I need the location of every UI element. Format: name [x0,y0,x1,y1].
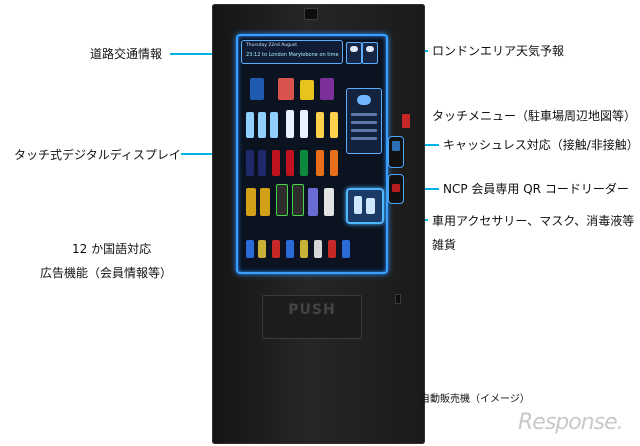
watermark-logo: Response. [518,410,624,435]
label-touch-display: タッチ式デジタルディスプレイ [14,148,181,162]
product-item[interactable] [258,240,266,258]
product-item[interactable] [300,110,308,138]
product-item[interactable] [272,150,280,176]
contactless-icon [392,141,400,151]
label-goods-line2: 雑貨 [432,238,457,252]
bottle-icon [366,198,375,214]
product-row-water [242,106,342,140]
traffic-info-panel: Thursday 22nd August 23:12 to London Mar… [241,40,343,64]
product-item[interactable] [270,112,278,138]
push-label: PUSH [288,302,336,318]
cloud-icon [366,46,374,52]
product-item[interactable] [300,240,308,258]
dispense-flap[interactable]: PUSH [262,295,362,339]
label-goods-line1: 車用アクセサリー、マスク、消毒液等 [432,214,635,228]
door-lock-icon [395,294,401,304]
menu-row[interactable] [351,137,377,140]
goods-highlight-panel[interactable] [346,188,384,224]
label-ads: 広告機能（会員情報等） [40,266,173,280]
product-item[interactable] [316,112,324,138]
product-item[interactable] [246,112,254,138]
product-item[interactable] [324,188,334,216]
product-item[interactable] [330,150,338,176]
hand-touch-icon [357,95,371,105]
product-item[interactable] [320,78,334,100]
label-traffic-info: 道路交通情報 [90,47,163,61]
product-row-cans [242,226,350,260]
product-item[interactable] [300,150,308,176]
product-item[interactable] [330,112,338,138]
product-item[interactable] [314,240,322,258]
product-item[interactable] [246,150,254,176]
product-item[interactable] [246,188,256,216]
label-languages: 12 か国語対応 [72,242,152,256]
touch-menu-panel[interactable] [346,88,382,154]
menu-row[interactable] [351,129,377,132]
screen-traffic-text: 23:12 to London Marylebone on time [246,52,339,58]
product-item[interactable] [246,240,254,258]
product-item[interactable] [258,112,266,138]
bottle-icon [354,196,362,214]
product-item[interactable] [286,240,294,258]
pointer-line-display [181,153,238,155]
product-item[interactable] [258,150,266,176]
product-item[interactable] [316,150,324,176]
product-item[interactable] [328,240,336,258]
product-item[interactable] [292,184,304,216]
label-touch-menu: タッチメニュー（駐車場周辺地図等） [432,109,637,123]
touch-screen[interactable]: Thursday 22nd August 23:12 to London Mar… [236,34,388,274]
card-reader[interactable] [388,136,404,168]
menu-row[interactable] [351,113,377,116]
menu-row[interactable] [351,121,377,124]
cloud-icon [350,46,358,52]
product-item[interactable] [308,188,318,216]
pointer-line-traffic [170,53,242,55]
camera-icon [304,8,318,20]
product-item[interactable] [272,240,280,258]
label-cashless: キャッシュレス対応（接触/非接触） [443,138,639,152]
product-row-snacks [242,68,342,102]
weather-panel-1 [346,42,362,64]
product-item[interactable] [278,78,294,100]
product-item[interactable] [250,78,264,100]
product-item[interactable] [342,240,350,258]
weather-panel-2 [362,42,378,64]
caption: 自動販売機（イメージ） [420,394,530,405]
product-row-energy [242,184,342,218]
label-london-weather: ロンドンエリア天気予報 [432,44,565,58]
label-qr-reader: NCP 会員専用 QR コードリーダー [443,182,629,196]
screen-date: Thursday 22nd August [246,43,297,48]
product-item[interactable] [286,110,294,138]
product-item[interactable] [286,150,294,176]
qr-code-reader[interactable] [388,174,404,204]
coin-slot-icon [402,114,410,128]
product-row-soda [242,144,342,178]
product-item[interactable] [300,80,314,100]
product-item[interactable] [276,184,288,216]
qr-scan-icon [392,184,400,192]
product-item[interactable] [260,188,270,216]
